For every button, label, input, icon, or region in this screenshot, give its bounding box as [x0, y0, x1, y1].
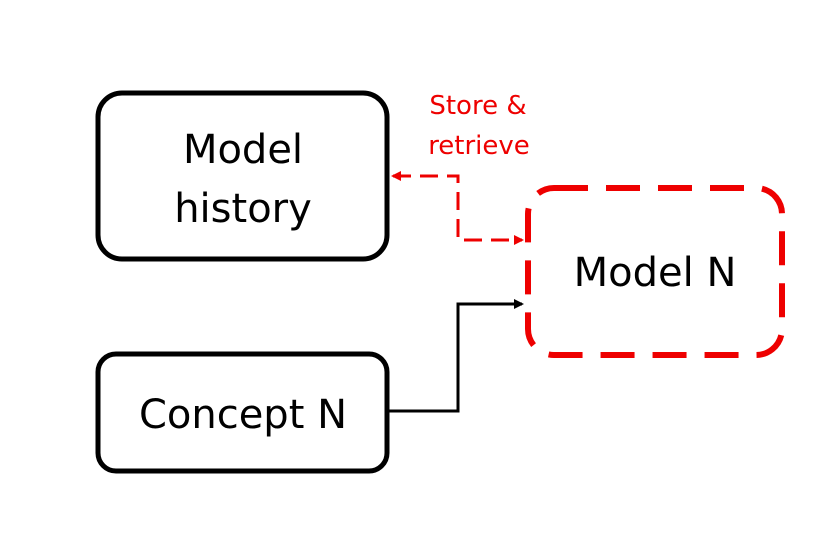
node-model-n-label: Model N — [574, 250, 737, 296]
node-model-n-box — [525, 185, 785, 358]
node-model-history: Model history — [95, 90, 390, 262]
node-concept-n: Concept N — [95, 351, 390, 474]
node-model-n: Model N — [525, 185, 785, 358]
edge-store-retrieve — [391, 171, 524, 245]
node-concept-n-label: Concept N — [139, 392, 347, 438]
edge-concept-to-model-n — [389, 299, 524, 413]
node-model-history-box — [95, 90, 390, 262]
edge-store-retrieve-label-line1: Store & — [429, 91, 526, 121]
edge-store-retrieve-label-line2: retrieve — [428, 131, 530, 161]
node-model-history-label-line1: Model — [183, 127, 303, 173]
node-concept-n-box — [95, 351, 390, 474]
node-model-history-label-line2: history — [174, 186, 312, 232]
